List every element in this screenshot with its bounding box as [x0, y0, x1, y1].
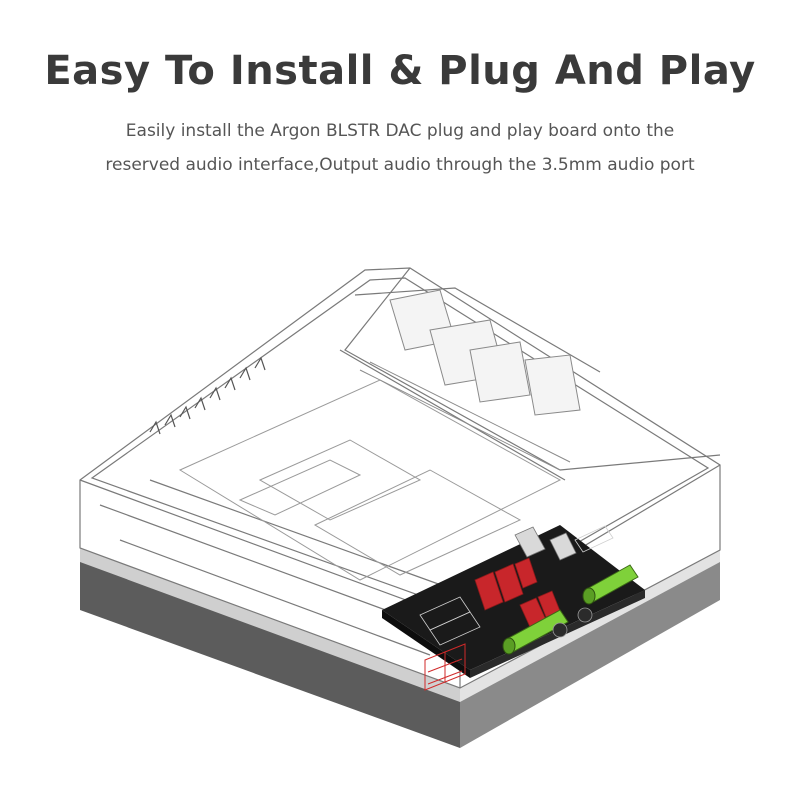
dac-board	[382, 525, 645, 678]
chips	[514, 526, 577, 561]
capacitors	[474, 557, 561, 628]
page-title: Easy To Install & Plug And Play	[44, 48, 756, 94]
rear-ports	[389, 289, 581, 416]
red-connector	[424, 643, 466, 691]
gpio-header	[359, 361, 571, 471]
pi-board	[178, 379, 562, 581]
description-line-1: Easily install the Argon BLSTR DAC plug …	[125, 121, 675, 141]
pin-headers	[419, 525, 614, 646]
case-base	[80, 548, 720, 748]
audio-jack-icon	[502, 564, 639, 655]
page-description: Easily install the Argon BLSTR DAC plug …	[40, 114, 760, 182]
round-parts	[552, 607, 593, 638]
case-illustration	[79, 267, 721, 748]
vent-slots	[149, 356, 266, 435]
description-line-2: reserved audio interface,Output audio th…	[105, 155, 695, 175]
